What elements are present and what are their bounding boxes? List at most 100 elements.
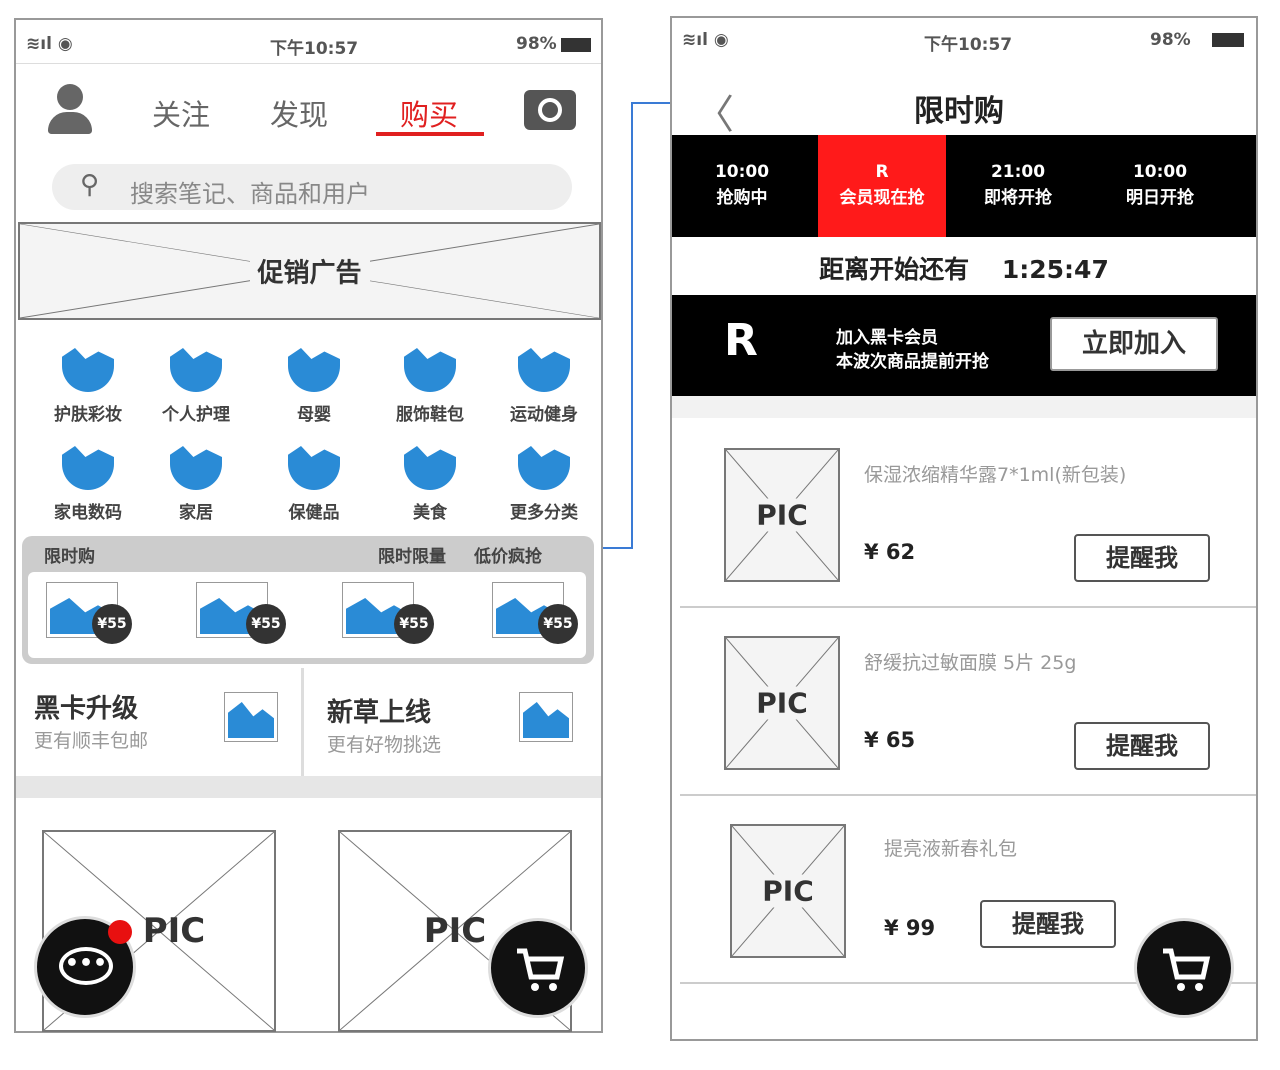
camera-icon[interactable] [524,90,576,130]
price-badge: ¥55 [92,604,132,644]
cart-icon [517,948,565,991]
cart-button[interactable] [488,918,588,1018]
search-icon: ⚲ [80,170,100,200]
user-icon[interactable] [48,84,92,134]
product-name: 保湿浓缩精华露7*1ml(新包装) [864,464,1127,486]
remind-me-button[interactable]: 提醒我 [1074,534,1210,582]
price-badge: ¥55 [394,604,434,644]
pic-placeholder: PIC [423,911,487,951]
category-item[interactable]: 美食 [380,446,480,523]
tab-buy[interactable]: 购买 [400,98,459,132]
category-image-icon [288,348,340,392]
category-image-icon [62,348,114,392]
product-price: ¥ 62 [864,540,916,564]
product-name: 提亮液新春礼包 [884,838,1018,860]
card-subtitle: 更有顺丰包邮 [34,730,149,752]
price-badge: ¥55 [246,604,286,644]
product-image: PIC [730,824,846,958]
battery-icon [561,38,591,52]
category-label: 家居 [179,503,213,523]
category-item[interactable]: 个人护理 [146,348,246,425]
clock: 下午10:57 [270,39,359,59]
category-item[interactable]: 服饰鞋包 [380,348,480,425]
back-arrow-icon[interactable]: 〈 [694,92,734,138]
cart-icon [1163,948,1211,991]
countdown-timer: 1:25:47 [1001,255,1109,284]
category-label: 母婴 [297,405,331,425]
flash-sale-title: 限时购 [44,547,95,567]
status-bar: ≋ıl ◉ 下午10:57 98% [16,24,601,64]
black-card-upgrade-card[interactable]: 黑卡升级 更有顺丰包邮 [16,668,304,776]
tab-follow[interactable]: 关注 [152,98,211,132]
battery-level: 98% [516,34,557,54]
member-text: 加入黑卡会员 [836,328,938,348]
card-title: 新草上线 [327,698,432,728]
category-label: 更多分类 [510,503,578,523]
divider-band [16,776,601,798]
category-label: 美食 [413,503,447,523]
join-now-button[interactable]: 立即加入 [1050,317,1218,371]
price-badge: ¥55 [538,604,578,644]
notification-dot [108,920,132,944]
category-item[interactable]: 护肤彩妆 [38,348,138,425]
category-item[interactable]: 家电数码 [38,446,138,523]
search-input[interactable]: ⚲ 搜索笔记、商品和用户 [52,164,572,210]
product-name: 舒缓抗过敏面膜 5片 25g [864,652,1077,674]
product-image: PIC [724,636,840,770]
category-label: 个人护理 [162,405,230,425]
category-label: 家电数码 [54,503,122,523]
flash-sale-tagline: 低价疯抢 [474,547,542,567]
signal-icon: ≋ıl ◉ [682,30,729,50]
category-image-icon [62,446,114,490]
category-image-icon [518,446,570,490]
pic-placeholder: PIC [142,911,206,951]
category-label: 保健品 [288,503,340,523]
card-title: 黑卡升级 [34,694,139,724]
flash-sale-panel[interactable]: 限时购 限时限量 低价疯抢 ¥55 ¥55 ¥55 ¥55 [22,536,594,664]
product-row[interactable]: PIC 提亮液新春礼包 ¥ 99 提醒我 [680,796,1256,984]
category-image-icon [404,348,456,392]
product-price: ¥ 99 [884,916,936,940]
category-image-icon [288,446,340,490]
ad-label: 促销广告 [249,252,370,290]
category-item[interactable]: 保健品 [264,446,364,523]
remind-me-button[interactable]: 提醒我 [980,900,1116,948]
status-bar: ≋ıl ◉ 下午10:57 98% [672,20,1256,60]
card-image [224,692,278,742]
battery-level: 98% [1150,30,1191,50]
card-image [519,692,573,742]
signal-icon: ≋ıl ◉ [26,34,73,54]
new-products-card[interactable]: 新草上线 更有好物挑选 [307,668,601,776]
member-banner: R 加入黑卡会员 本波次商品提前开抢 立即加入 [672,295,1256,396]
remind-me-button[interactable]: 提醒我 [1074,722,1210,770]
category-image-icon [170,446,222,490]
tab-discover[interactable]: 发现 [270,98,329,132]
product-row[interactable]: PIC 舒缓抗过敏面膜 5片 25g ¥ 65 提醒我 [680,608,1256,796]
countdown: 距离开始还有 1:25:47 [672,250,1256,286]
search-placeholder: 搜索笔记、商品和用户 [130,180,370,208]
promo-ad-banner[interactable]: 促销广告 [18,222,601,320]
card-subtitle: 更有好物挑选 [327,734,442,756]
category-item[interactable]: 运动健身 [494,348,594,425]
active-tab-underline [376,132,484,136]
countdown-label: 距离开始还有 [819,255,970,284]
flash-sale-items: ¥55 ¥55 ¥55 ¥55 [28,572,586,658]
category-item[interactable]: 更多分类 [494,446,594,523]
cart-button[interactable] [1134,918,1234,1018]
chat-icon: ••• [59,947,113,985]
home-screen: ≋ıl ◉ 下午10:57 98% 关注 发现 购买 ⚲ 搜索笔记、商品和用户 … [14,18,603,1033]
category-label: 服饰鞋包 [396,405,464,425]
member-logo: R [724,315,758,366]
page-title: 限时购 [914,94,1004,129]
product-row[interactable]: PIC 保湿浓缩精华露7*1ml(新包装) ¥ 62 提醒我 [680,422,1256,608]
category-item[interactable]: 家居 [146,446,246,523]
battery-icon [1212,33,1244,47]
category-item[interactable]: 母婴 [264,348,364,425]
clock: 下午10:57 [924,35,1013,55]
